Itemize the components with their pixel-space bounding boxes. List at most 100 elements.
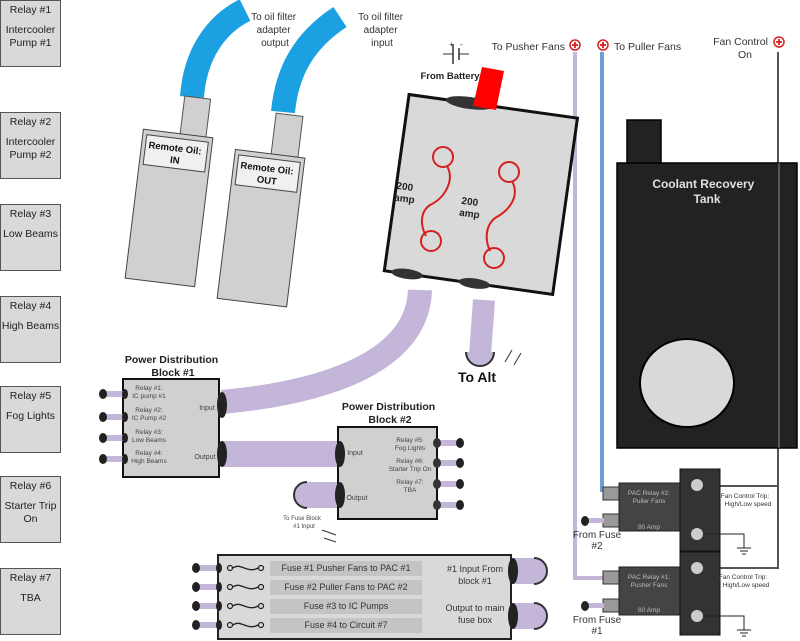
relay-desc: Starter Trip On [4, 500, 57, 525]
cable-breaker-to-pdb1 [220, 288, 432, 414]
fuse-label: Fuse #4 to Circuit #7 [304, 620, 387, 630]
pdb1-input-terminal [217, 392, 227, 418]
relay-desc: Low Beams [3, 228, 58, 240]
pac-relay-2 [602, 468, 751, 555]
relay-title: Relay #4 [9, 300, 52, 312]
relay-title: Relay #2 [9, 116, 52, 128]
pdb1-output-terminal [217, 441, 227, 467]
relay-desc: Intercooler Pump #1 [5, 24, 56, 49]
battery-symbol-icon: + - [443, 40, 469, 64]
plus-terminal-icon [569, 39, 581, 51]
relay-box-4: Relay #4 High Beams [0, 296, 61, 363]
coolant-recovery-tank [616, 119, 798, 449]
oil-input-label: To oil filter adapter input [358, 12, 406, 49]
pdb2-output-label: Output [346, 495, 367, 502]
pdb1-title: Power Distribution Block #1 [125, 354, 221, 379]
wire-pusher-fans [573, 52, 603, 580]
plus-terminal-icon [597, 39, 609, 51]
stud-terminal [99, 389, 128, 399]
pdb1-output-2-label: Relay #2:IC Pump #2 [132, 407, 167, 422]
fuse-icon [226, 621, 265, 629]
arrow-marks-icon [504, 349, 522, 366]
relay-box-7: Relay #7 TBA [0, 568, 61, 635]
relay-desc: TBA [20, 592, 41, 604]
oil-hose-output [180, 0, 251, 99]
from-battery-label: From Battery [420, 71, 480, 82]
stud-terminal [433, 479, 464, 489]
relay-title: Relay #1 [9, 4, 52, 16]
relay-title: Relay #7 [9, 572, 52, 584]
fuse-row: Fuse #3 to IC Pumps [192, 599, 422, 614]
from-fuse-2-stud [581, 516, 604, 526]
cable-pdb2-to-fuse [293, 481, 340, 509]
relay-box-5: Relay #5 Fog Lights [0, 386, 61, 453]
cable-fuse-output [512, 602, 548, 630]
relay-box-6: Relay #6 Starter Trip On [0, 476, 61, 543]
breaker-right-rating: 200 amp [458, 196, 482, 222]
pac-relay-2-trip: Fan Control Trip:High/Low speed [721, 493, 772, 508]
fuse-output-terminal [508, 603, 518, 629]
fuse-icon [226, 602, 265, 610]
fuse-label: Fuse #3 to IC Pumps [304, 601, 389, 611]
stud-terminal [99, 454, 128, 464]
fuse-label: Fuse #2 Puller Fans to PAC #2 [284, 582, 407, 592]
to-alt-label: To Alt [458, 369, 496, 385]
pac-relay-1-amp: 80 Amp [638, 607, 660, 614]
fuse-label: Fuse #1 Pusher Fans to PAC #1 [282, 563, 411, 573]
pdb1-box [122, 378, 220, 478]
arrow-marks-icon [321, 529, 337, 543]
breaker-left-rating: 200 amp [393, 181, 417, 207]
from-fuse-1-label: From Fuse#1 [573, 615, 622, 637]
pdb2-output-terminal [335, 482, 345, 508]
fuse-rows: Fuse #1 Pusher Fans to PAC #1 Fuse #2 Pul… [192, 561, 422, 633]
fuse-input-terminal [508, 558, 518, 584]
battery-cable [473, 67, 504, 110]
pdb2-box [337, 426, 438, 520]
pdb2-title: Power Distribution Block #2 [342, 401, 438, 426]
relay-box-2: Relay #2 Intercooler Pump #2 [0, 112, 61, 179]
pdb2-output-2-label: Relay #6:Starter Trip On [389, 458, 432, 473]
stud-terminal [433, 438, 464, 448]
stud-terminal [433, 458, 464, 468]
oil-output-label: To oil filter adapter output [251, 12, 299, 49]
relay-desc: High Beams [1, 320, 60, 332]
to-fuse-block-label: To Fuse Block#1 Input [283, 516, 322, 530]
pdb1-output-4-label: Relay #4:High Beams [131, 450, 167, 465]
svg-text:-: - [460, 40, 463, 49]
to-puller-fans-label: To Puller Fans [614, 41, 681, 53]
coolant-tank-label: Coolant Recovery Tank [652, 177, 757, 206]
relay-title: Relay #3 [9, 208, 52, 220]
fuse-row: Fuse #2 Puller Fans to PAC #2 [192, 580, 422, 595]
relay-title: Relay #6 [9, 480, 52, 492]
pdb1-output-3-label: Relay #3:Low Beams [132, 429, 167, 444]
breaker-coil-left-icon [420, 146, 454, 252]
breaker-coil-right-icon [483, 161, 520, 269]
pdb2-output-3-label: Relay #7:TBA [396, 479, 424, 494]
fuse-icon [226, 583, 265, 591]
stud-terminal [433, 500, 464, 510]
fuse-row: Fuse #1 Pusher Fans to PAC #1 [192, 561, 422, 576]
pdb2-input-label: Input [347, 450, 363, 457]
pac-relay-1 [602, 551, 751, 637]
stud-terminal [99, 433, 128, 443]
relay-title: Relay #5 [9, 390, 52, 402]
to-pusher-fans-label: To Pusher Fans [491, 41, 565, 53]
svg-text:+: + [449, 40, 454, 49]
fan-control-on-label: Fan Control On [713, 36, 771, 61]
pac-relay-1-trip: Fan Control Trip:High/Low speed [719, 574, 770, 589]
pac-relay-2-amp: 80 Amp [638, 524, 660, 531]
pac-relay-1-name: PAC Relay #1:Pusher Fans [628, 574, 670, 589]
pac-relay-2-name: PAC Relay #2:Puller Fans [628, 490, 670, 505]
plus-terminal-icon [773, 36, 785, 48]
stud-terminal [99, 412, 128, 422]
pdb1-output-1-label: Relay #1:IC pump #1 [132, 385, 166, 400]
pdb1-studs [99, 389, 128, 464]
pdb1-output-label: Output [194, 454, 215, 461]
remote-oil-in: Remote Oil: IN [124, 95, 214, 288]
fuse-icon [226, 564, 265, 572]
remote-oil-out: Remote Oil: OUT [216, 112, 306, 308]
relay-desc: Fog Lights [5, 410, 56, 422]
from-fuse-2-label: From Fuse#2 [573, 530, 622, 552]
